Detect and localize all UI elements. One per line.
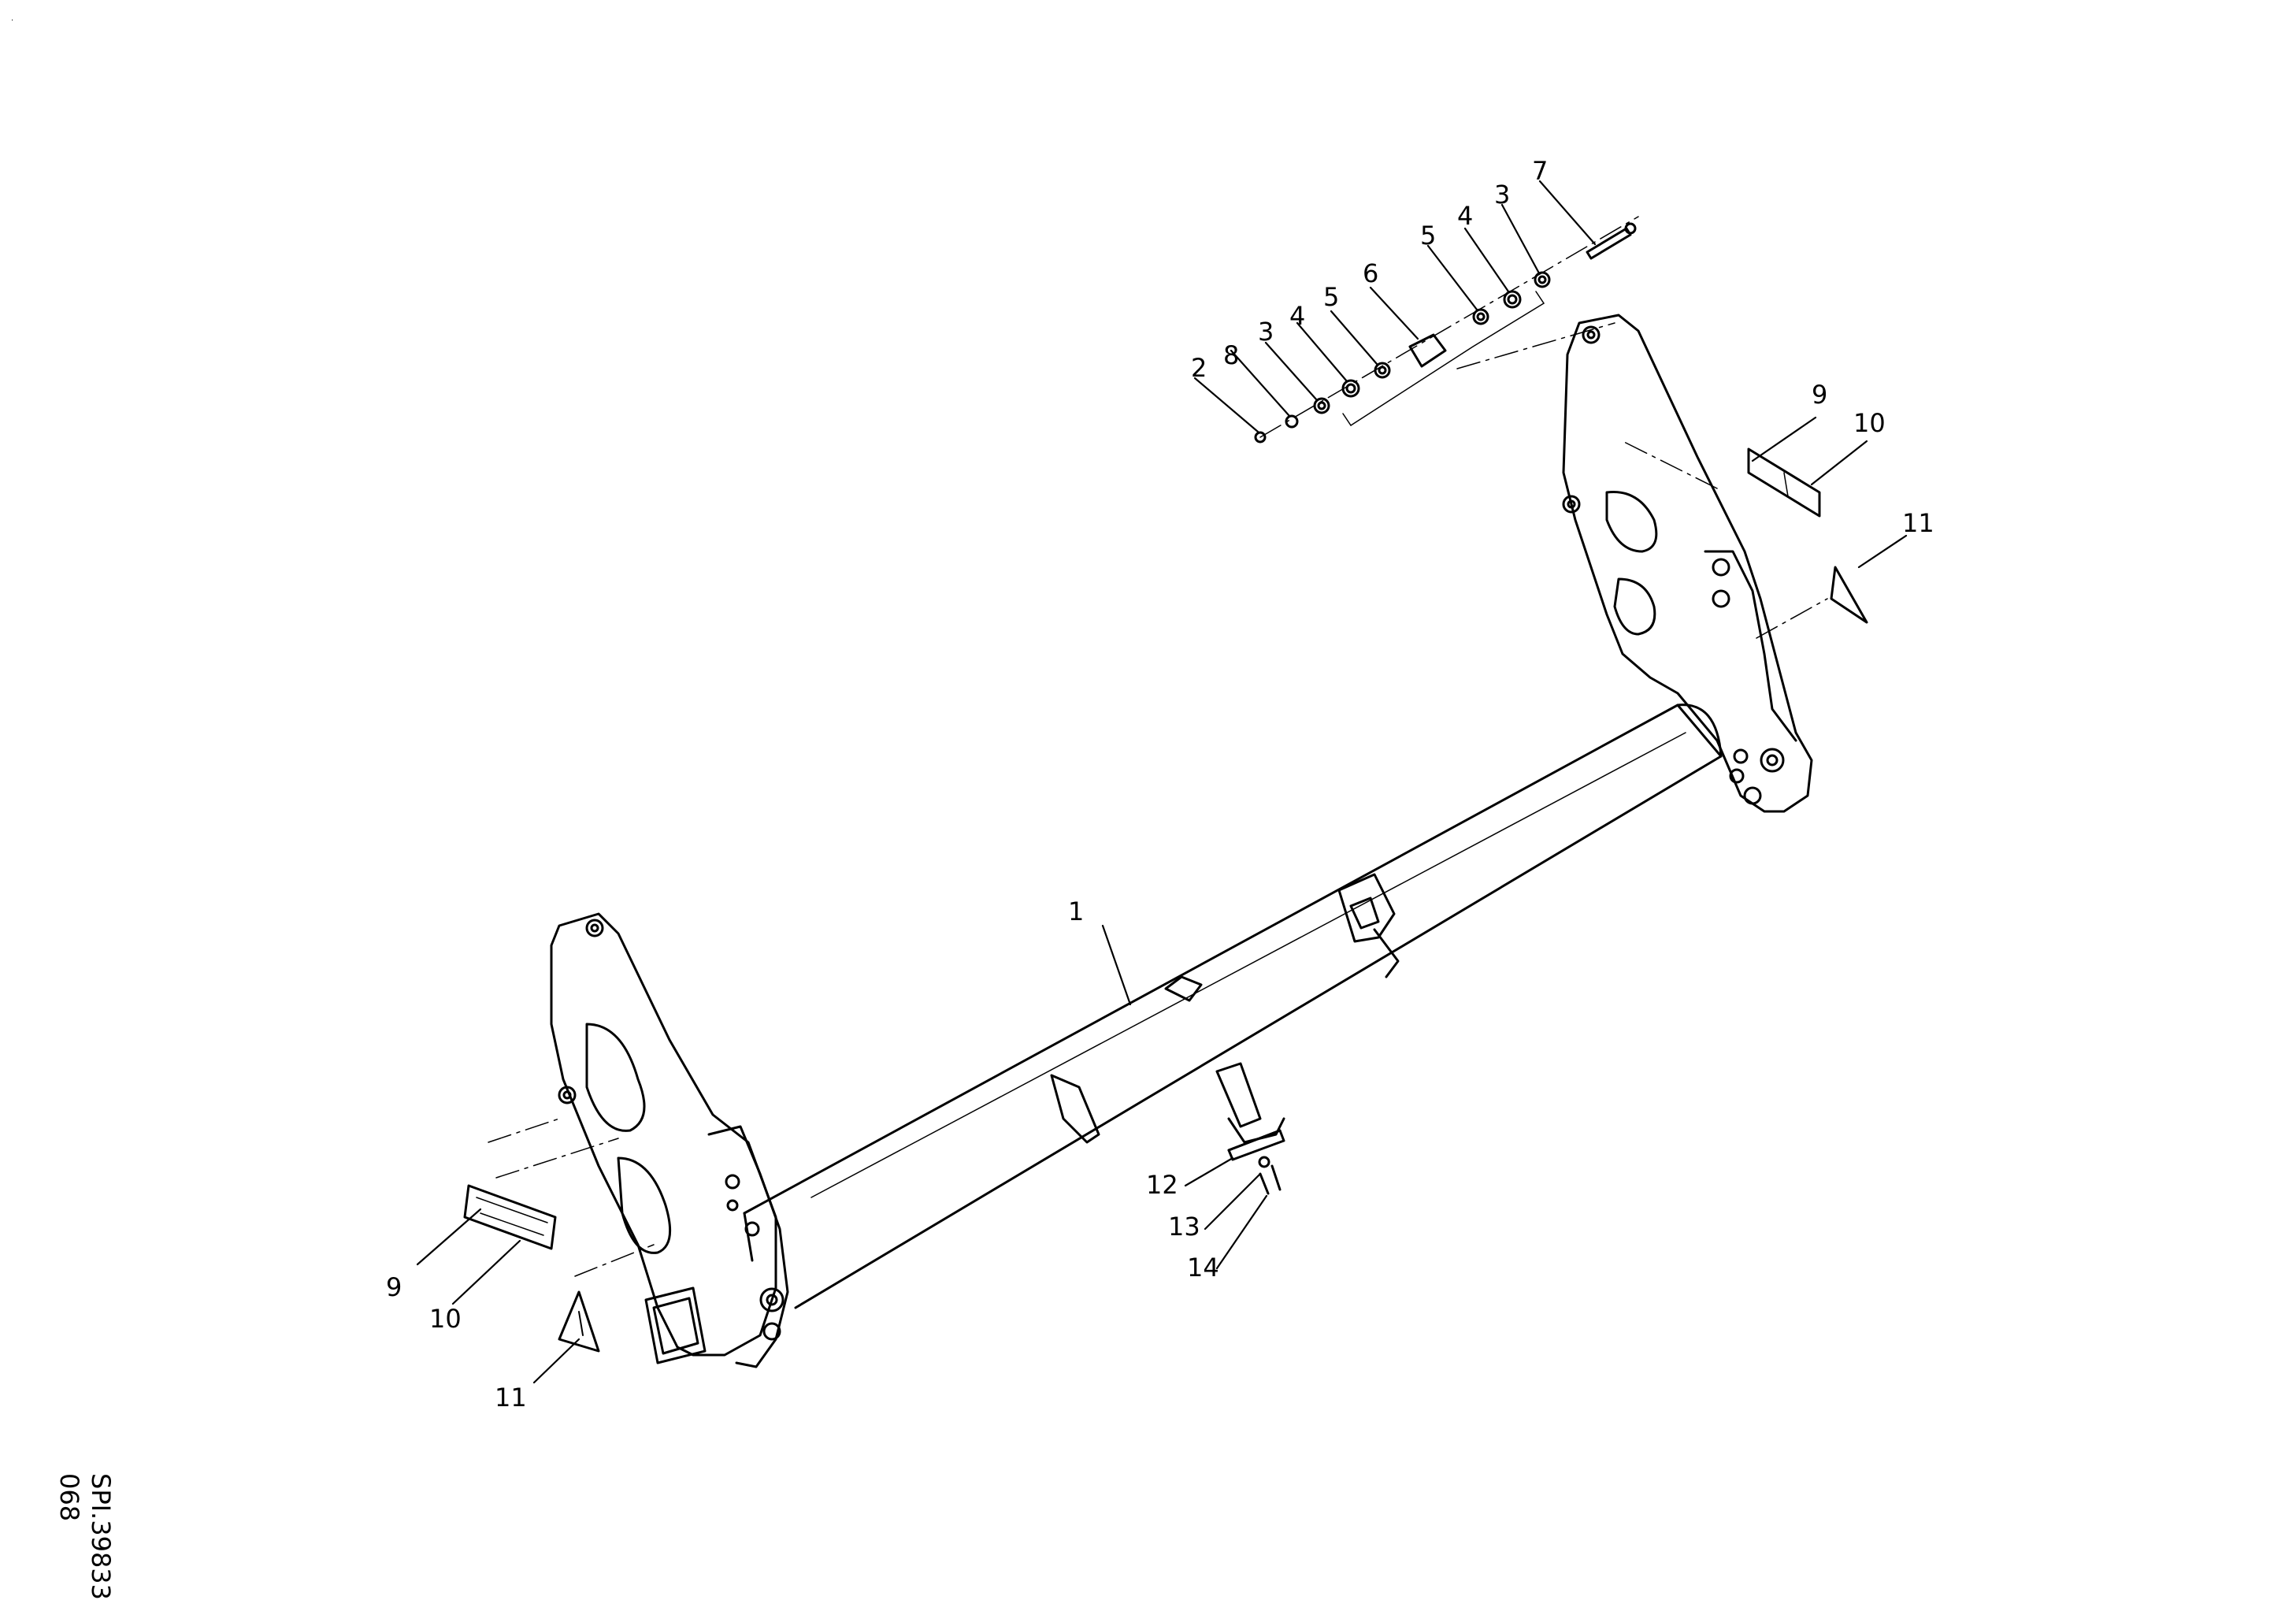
bolt-set (1227, 1129, 1282, 1195)
callout-labels: 1 2 8 3 4 5 6 5 4 3 7 9 10 11 9 10 11 12… (386, 156, 1934, 1413)
callout-9-left: 9 (386, 1272, 402, 1302)
callout-4-right: 4 (1457, 201, 1473, 231)
callout-10-right: 10 (1853, 408, 1886, 438)
callout-2: 2 (1191, 353, 1207, 383)
drawing-code-revision: 068 (54, 1473, 84, 1522)
callout-3-left: 3 (1258, 317, 1274, 347)
right-side-plate (1562, 314, 1813, 813)
pin-assembly (1254, 216, 1639, 444)
callout-3-right: 3 (1494, 180, 1510, 210)
callout-12: 12 (1146, 1170, 1178, 1200)
drawing-code-number: SPI.39833 (86, 1473, 116, 1600)
callout-6: 6 (1363, 258, 1378, 288)
callout-13: 13 (1168, 1212, 1200, 1242)
drawing-code: SPI.39833 068 (54, 1473, 117, 1600)
callout-7: 7 (1532, 156, 1548, 186)
callout-8: 8 (1223, 340, 1239, 370)
callout-14: 14 (1187, 1253, 1219, 1283)
decals (463, 447, 1868, 1353)
left-side-plate (550, 912, 789, 1368)
leader-lines (416, 180, 1908, 1384)
callout-11-left: 11 (495, 1383, 527, 1413)
callout-9-right: 9 (1812, 380, 1827, 410)
callout-1: 1 (1068, 897, 1084, 926)
main-beam-tube (743, 703, 1723, 1309)
callout-5-left: 5 (1323, 282, 1339, 312)
callout-11-right: 11 (1902, 508, 1934, 538)
callout-10-left: 10 (429, 1304, 462, 1334)
callout-4-left: 4 (1289, 301, 1305, 331)
corner-mark: . (11, 14, 14, 23)
callout-5-right: 5 (1420, 221, 1436, 251)
